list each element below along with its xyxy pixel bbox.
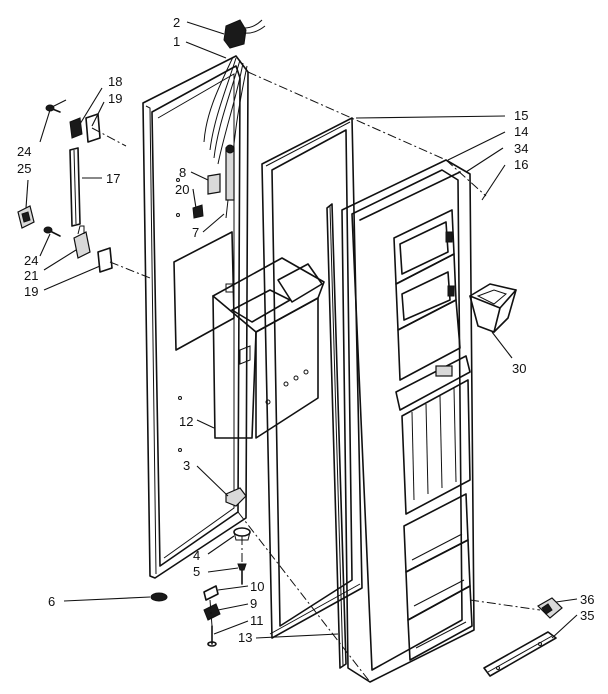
- wire-connector-part: [223, 19, 266, 49]
- callout-20: 20: [175, 182, 189, 197]
- callout-3: 3: [183, 458, 190, 473]
- cam-part-3: [225, 487, 247, 507]
- callout-8: 8: [179, 165, 186, 180]
- plate-part-19-lower: [97, 247, 113, 273]
- inner-door-liner: [341, 159, 475, 683]
- alignment-line-bottom: [237, 511, 371, 683]
- callout-16: 16: [514, 157, 528, 172]
- ice-chute-part: [469, 283, 517, 333]
- callout-19-lower: 19: [24, 284, 38, 299]
- alignment-line-light-cover: [469, 599, 541, 611]
- callout-35: 35: [580, 608, 594, 623]
- callout-18: 18: [108, 74, 122, 89]
- screw-part-11: [207, 625, 217, 647]
- callout-13: 13: [238, 630, 252, 645]
- door-gasket: [261, 117, 363, 639]
- alignment-line-top: [247, 71, 447, 161]
- callout-14: 14: [514, 124, 528, 139]
- plate-part-19-upper: [85, 113, 101, 143]
- callout-2: 2: [173, 15, 180, 30]
- callout-10: 10: [250, 579, 264, 594]
- leader-lines: [25, 21, 578, 639]
- callout-1: 1: [173, 34, 180, 49]
- callout-labels: 2 1 18 19 24 25 17 8 20 7 24 21 19 15 14…: [17, 15, 594, 645]
- bracket-part-18: [69, 117, 83, 139]
- callout-6: 6: [48, 594, 55, 609]
- callout-7: 7: [192, 225, 199, 240]
- callout-17: 17: [106, 171, 120, 186]
- rail-part-35: [483, 631, 557, 677]
- alignment-line-hinge-lower: [109, 261, 151, 279]
- foot-part-6: [150, 592, 168, 602]
- callout-4: 4: [193, 548, 200, 563]
- callout-11: 11: [250, 613, 264, 628]
- light-cover-part-36: [537, 597, 563, 619]
- callout-30: 30: [512, 361, 526, 376]
- breaker-strip: [326, 203, 347, 669]
- callout-15: 15: [514, 108, 528, 123]
- clip-part-20: [192, 204, 204, 219]
- callout-21: 21: [24, 268, 38, 283]
- callout-5: 5: [193, 564, 200, 579]
- hinge-part-21: [73, 225, 91, 259]
- callout-34: 34: [514, 141, 528, 156]
- cap-part-25: [17, 205, 35, 229]
- handle-part-17: [69, 147, 81, 227]
- alignment-line-right: [445, 159, 487, 197]
- alignment-line-washer: [209, 599, 213, 627]
- callout-24-lower: 24: [24, 253, 38, 268]
- dispenser-housing: [212, 257, 325, 439]
- callout-25: 25: [17, 161, 31, 176]
- screw-part-5: [237, 563, 247, 585]
- washer-part-10: [203, 585, 219, 601]
- screw-part-24-lower: [43, 226, 61, 237]
- callout-9: 9: [250, 596, 257, 611]
- spacer-part-9: [203, 603, 221, 621]
- callout-36: 36: [580, 592, 594, 607]
- callout-24-upper: 24: [17, 144, 31, 159]
- callout-12: 12: [179, 414, 193, 429]
- callout-19-upper: 19: [108, 91, 122, 106]
- sensor-assembly-part: [207, 144, 235, 219]
- alignment-line-hinge-upper: [91, 127, 127, 147]
